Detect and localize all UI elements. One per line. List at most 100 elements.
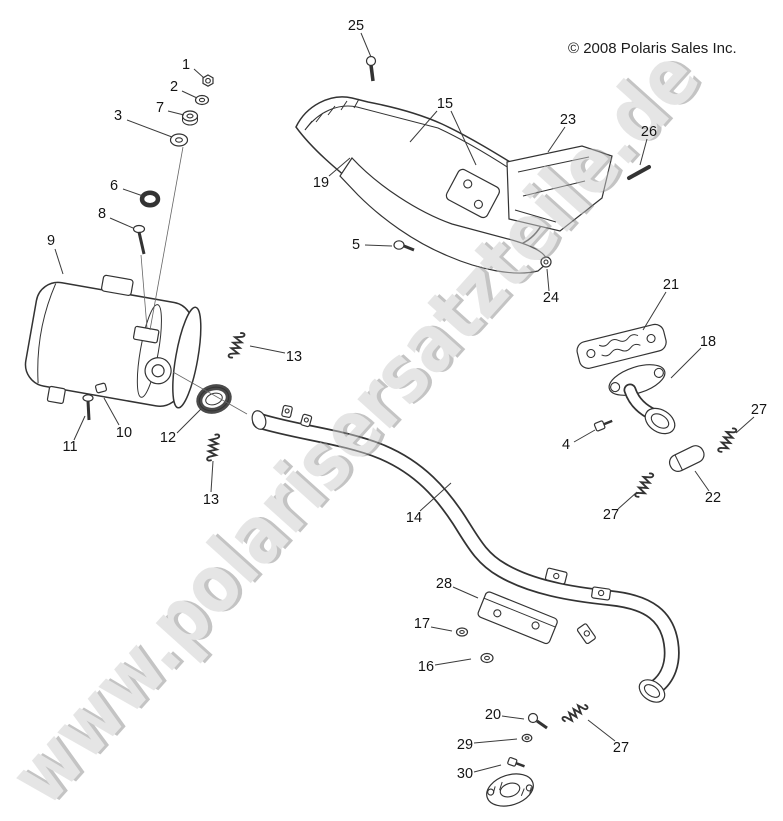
callout-label-13: 13 xyxy=(203,492,219,508)
callout-leader-17 xyxy=(430,626,453,632)
pipe-mount-tab xyxy=(544,567,568,585)
callout-label-23: 23 xyxy=(560,112,576,128)
callout-leader-3 xyxy=(126,119,173,138)
callout-label-27: 27 xyxy=(613,740,629,756)
spacer-10 xyxy=(94,382,108,394)
callout-leader-23 xyxy=(547,126,566,153)
shield-hatching xyxy=(304,98,360,131)
callout-label-29: 29 xyxy=(457,737,473,753)
callout-leader-30 xyxy=(473,764,502,773)
copyright-text: © 2008 Polaris Sales Inc. xyxy=(568,40,737,57)
shield-mount-bracket xyxy=(445,168,501,219)
spring-27-right xyxy=(716,425,738,456)
washer-24 xyxy=(540,256,552,268)
callout-label-18: 18 xyxy=(700,334,716,350)
callout-leader-19 xyxy=(328,157,351,177)
heat-shield-lower-layer xyxy=(339,157,548,274)
callout-label-2: 2 xyxy=(170,79,178,95)
callout-label-13: 13 xyxy=(286,349,302,365)
callout-label-24: 24 xyxy=(543,290,559,306)
muffler-top-bracket xyxy=(101,274,134,296)
assembly-line xyxy=(172,371,248,415)
callout-label-26: 26 xyxy=(641,124,657,140)
heat-shield-rear xyxy=(506,145,613,232)
callout-label-27: 27 xyxy=(751,402,767,418)
callout-leader-13 xyxy=(210,460,214,493)
callout-leader-13 xyxy=(249,345,286,354)
callout-label-8: 8 xyxy=(98,206,106,222)
muffler xyxy=(24,274,202,409)
bolt-8 xyxy=(132,224,146,255)
washer-3 xyxy=(169,133,189,147)
exhaust-pipe xyxy=(251,404,680,703)
callout-label-25: 25 xyxy=(348,18,364,34)
heat-shield-front xyxy=(295,96,552,274)
callout-leader-25 xyxy=(360,32,372,58)
callout-leader-12 xyxy=(176,408,202,434)
callout-label-22: 22 xyxy=(705,490,721,506)
spring-13-lower xyxy=(205,432,221,463)
callout-leader-22 xyxy=(694,470,710,492)
callout-label-6: 6 xyxy=(110,178,118,194)
washer-16 xyxy=(480,652,494,664)
grommet-6 xyxy=(139,190,161,208)
pin-26 xyxy=(627,165,651,180)
callout-leader-27 xyxy=(587,719,616,742)
muffler-bottom-stub xyxy=(46,385,66,405)
callout-label-21: 21 xyxy=(663,277,679,293)
callout-leader-6 xyxy=(122,188,144,197)
callout-layer: 2512736891915232652421184272227131213111… xyxy=(47,18,767,782)
muffler-mount-fasteners xyxy=(132,74,214,331)
header-flange xyxy=(608,364,666,396)
spring-27-middle xyxy=(633,470,655,501)
callout-leader-14 xyxy=(419,482,452,512)
callout-leader-11 xyxy=(73,415,86,441)
callout-label-11: 11 xyxy=(62,439,77,455)
callout-label-20: 20 xyxy=(485,707,501,723)
callout-leader-7 xyxy=(167,110,185,116)
callout-leader-1 xyxy=(193,68,205,79)
callout-leader-15 xyxy=(409,110,438,143)
callout-label-12: 12 xyxy=(160,430,176,446)
callout-label-16: 16 xyxy=(418,659,434,675)
pipe-mount-tab xyxy=(576,623,596,645)
callout-label-7: 7 xyxy=(156,100,164,116)
callout-label-28: 28 xyxy=(436,576,452,592)
washer-17 xyxy=(455,627,469,637)
washer-2 xyxy=(194,94,210,106)
bolt-5 xyxy=(393,240,415,252)
callout-label-4: 4 xyxy=(562,437,570,453)
callout-label-19: 19 xyxy=(313,175,329,191)
muffler-side-tab xyxy=(132,325,160,344)
pipe-clamp-tab xyxy=(281,404,293,418)
callout-leader-9 xyxy=(54,248,64,275)
callout-leader-8 xyxy=(109,217,134,229)
callout-leader-4 xyxy=(573,429,596,443)
heat-shield-28 xyxy=(477,591,558,645)
callout-leader-15 xyxy=(450,110,477,166)
pipe-inlet-end xyxy=(251,410,267,430)
callout-leader-5 xyxy=(364,244,393,247)
callout-leader-27 xyxy=(735,416,755,434)
header-pipe xyxy=(608,364,676,435)
spring-27-bottom xyxy=(560,700,590,727)
bolt-11 xyxy=(82,394,94,421)
pipe-clamp-tab xyxy=(300,413,313,428)
spring-13-upper xyxy=(227,330,246,361)
callout-leader-10 xyxy=(103,397,120,426)
callout-leader-29 xyxy=(473,738,518,744)
callout-leader-26 xyxy=(639,138,648,166)
callout-label-1: 1 xyxy=(182,57,190,73)
callout-leader-27 xyxy=(617,491,638,510)
callout-leader-24 xyxy=(546,268,550,292)
gasket-21 xyxy=(576,323,667,369)
callout-label-3: 3 xyxy=(114,108,122,124)
callout-label-5: 5 xyxy=(352,237,360,253)
nut-1 xyxy=(202,74,214,87)
callout-leader-16 xyxy=(434,658,472,666)
callout-label-30: 30 xyxy=(457,766,473,782)
callout-label-14: 14 xyxy=(406,510,422,526)
callout-leader-18 xyxy=(670,347,702,379)
